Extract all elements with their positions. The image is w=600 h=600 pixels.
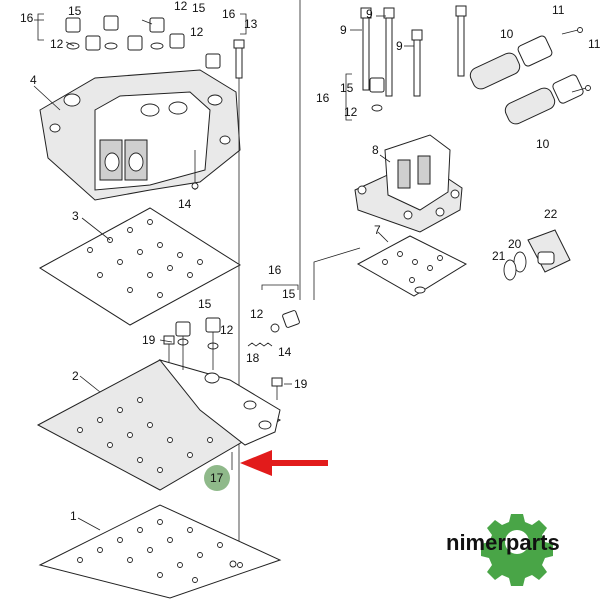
oring-21 bbox=[503, 259, 517, 281]
bracket-16c bbox=[345, 73, 352, 121]
callout-10a: 10 bbox=[500, 27, 514, 41]
callout-12a: 12 bbox=[50, 37, 64, 51]
callout-16b: 16 bbox=[222, 7, 236, 21]
callout-21: 21 bbox=[492, 249, 506, 263]
callout-1: 1 bbox=[70, 509, 77, 523]
bolt-13 bbox=[233, 39, 245, 570]
callout-7: 7 bbox=[374, 223, 381, 237]
valve-body-top-4 bbox=[39, 69, 241, 201]
callout-22: 22 bbox=[544, 207, 558, 221]
callout-12c: 12 bbox=[190, 25, 204, 39]
plugs-top-left bbox=[65, 15, 221, 69]
solenoid-10-lower bbox=[504, 74, 584, 125]
nimerparts-logo: nimerparts bbox=[446, 514, 560, 586]
callout-19b: 19 bbox=[294, 377, 308, 391]
bracket-16a bbox=[37, 13, 44, 41]
callout-13: 13 bbox=[244, 17, 258, 31]
leader-right-group bbox=[313, 247, 361, 300]
callout-12b: 12 bbox=[174, 0, 188, 13]
callout-9b: 9 bbox=[366, 7, 373, 21]
oring-12-right bbox=[371, 104, 383, 112]
callout-11b-top: 11 bbox=[588, 37, 600, 51]
gasket-1 bbox=[38, 504, 282, 599]
separator-plate-2 bbox=[36, 359, 282, 491]
sensor-22 bbox=[527, 229, 571, 273]
screws-11 bbox=[561, 27, 591, 93]
plugs-plate-2 bbox=[163, 317, 283, 400]
callout-10b: 10 bbox=[536, 137, 550, 151]
callout-15e: 15 bbox=[198, 297, 212, 311]
gasket-7 bbox=[356, 235, 468, 297]
spring-plug-assembly-16 bbox=[247, 284, 300, 347]
callout-11a: 11 bbox=[552, 3, 565, 17]
callout-4: 4 bbox=[30, 73, 37, 87]
callout-16a: 16 bbox=[20, 11, 34, 25]
callout-18: 18 bbox=[246, 351, 260, 365]
callout-9c: 9 bbox=[396, 39, 403, 53]
solenoid-10-upper bbox=[469, 35, 553, 90]
callout-12d: 12 bbox=[344, 105, 358, 119]
gear-icon bbox=[481, 514, 553, 586]
valve-housing-8 bbox=[354, 134, 463, 233]
callout-14a: 14 bbox=[178, 197, 192, 211]
spring-pin-14-top bbox=[191, 182, 199, 190]
callout-12e: 12 bbox=[250, 307, 264, 321]
leader-lines bbox=[33, 15, 414, 531]
callout-12f: 12 bbox=[220, 323, 234, 337]
gasket-3 bbox=[39, 207, 241, 326]
callout-9a: 9 bbox=[340, 23, 347, 37]
callout-20: 20 bbox=[508, 237, 522, 251]
brand-name: nimerparts bbox=[446, 530, 560, 555]
callout-2: 2 bbox=[72, 369, 79, 383]
red-arrow bbox=[240, 450, 328, 476]
callouts: 16 15 12 12 15 16 12 13 4 14 3 9 9 9 11 … bbox=[20, 0, 600, 523]
callout-16c: 16 bbox=[316, 91, 330, 105]
callout-15a: 15 bbox=[68, 4, 82, 18]
callout-17: 17 bbox=[210, 471, 224, 485]
callout-3: 3 bbox=[72, 209, 79, 223]
highlight-17-circle bbox=[204, 465, 230, 491]
pin-bottom bbox=[229, 560, 237, 568]
callout-16d: 16 bbox=[268, 263, 282, 277]
callout-15b: 15 bbox=[192, 1, 206, 15]
bolts-9 bbox=[360, 5, 467, 97]
plug-15-right bbox=[369, 77, 385, 93]
callout-19a: 19 bbox=[142, 333, 156, 347]
callout-8: 8 bbox=[372, 143, 379, 157]
bracket-16b bbox=[240, 13, 247, 35]
callout-15d: 15 bbox=[282, 287, 296, 301]
callout-14b: 14 bbox=[278, 345, 292, 359]
callout-15c: 15 bbox=[340, 81, 354, 95]
